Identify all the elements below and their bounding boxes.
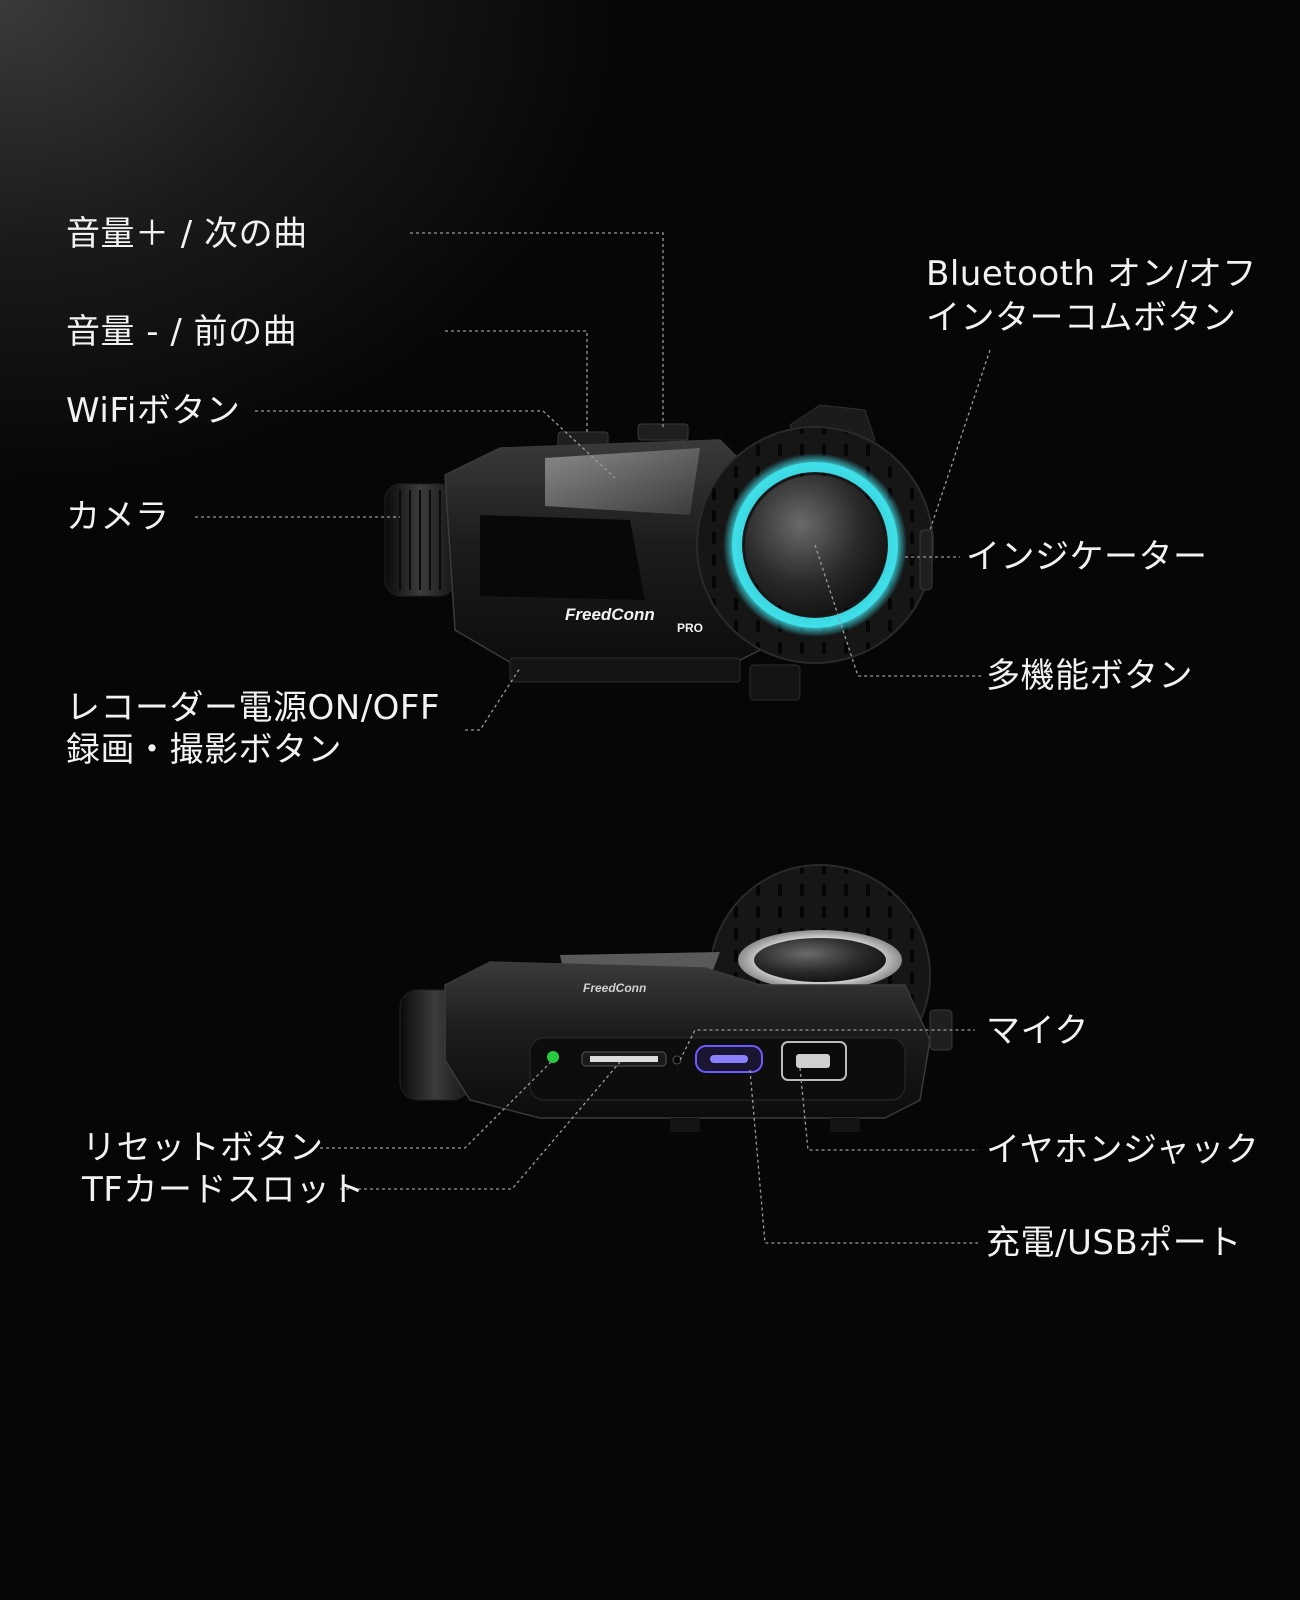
label-mic: マイク (986, 1011, 1089, 1051)
model-badge-top: PRO (677, 621, 703, 635)
brand-logo-bottom: FreedConn (583, 981, 646, 995)
label-camera: カメラ (66, 497, 170, 537)
label-recorder-line2: 録画・撮影ボタン (66, 730, 342, 770)
brand-logo-top: FreedConn (565, 605, 655, 624)
mic-hole-icon (673, 1056, 681, 1064)
label-multifunction-button: 多機能ボタン (986, 656, 1193, 696)
reset-led-icon (547, 1051, 559, 1063)
tf-slot-icon (590, 1056, 658, 1062)
label-volume-up: 音量＋ / 次の曲 (66, 214, 308, 254)
label-reset-button: リセットボタン (82, 1128, 324, 1168)
label-bluetooth-line2: インターコムボタン (926, 298, 1237, 338)
bottom-device (400, 865, 952, 1132)
label-tf-card-slot: TFカードスロット (82, 1170, 365, 1210)
label-usb-port: 充電/USBポート (986, 1223, 1242, 1263)
earphone-jack-icon (796, 1054, 830, 1068)
label-bluetooth-line1: Bluetooth オン/オフ (926, 254, 1257, 294)
camera-lens-shape (385, 484, 455, 596)
label-volume-down: 音量 - / 前の曲 (66, 312, 297, 352)
leader-volume-down (445, 331, 587, 434)
label-recorder-line1: レコーダー電源ON/OFF (66, 688, 440, 728)
label-indicator: インジケーター (966, 537, 1208, 577)
label-earphone-jack: イヤホンジャック (986, 1130, 1259, 1170)
leader-bluetooth (930, 350, 990, 530)
usb-c-port-icon (710, 1055, 748, 1063)
label-wifi-button: WiFiボタン (66, 391, 240, 431)
